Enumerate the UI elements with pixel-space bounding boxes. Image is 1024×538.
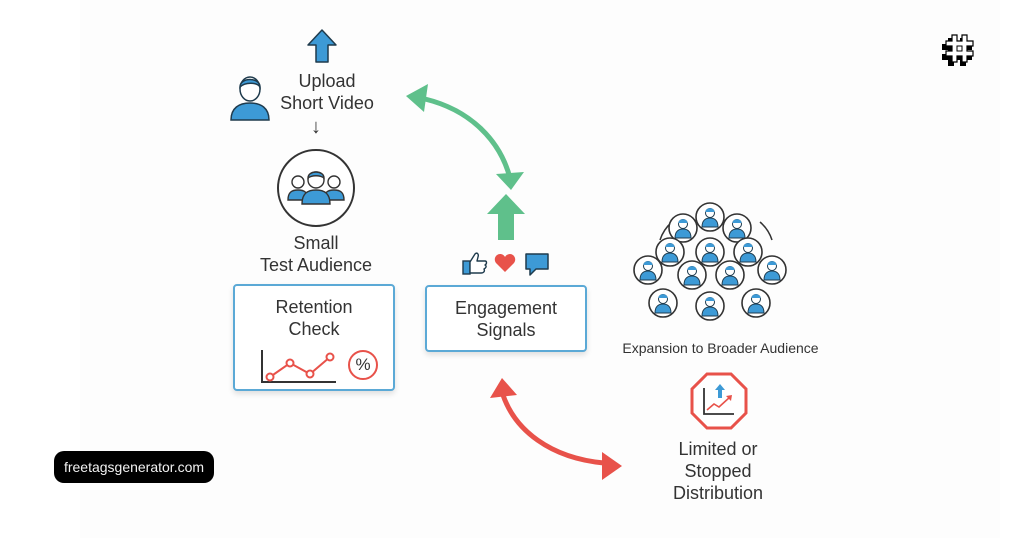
limited-line1: Limited or (678, 439, 758, 459)
crowd-person-icon (695, 291, 725, 321)
site-watermark-link[interactable]: freetagsgenerator.com (54, 451, 214, 483)
limited-line2: Stopped (684, 461, 752, 481)
crowd-arc (759, 221, 773, 241)
engagement-title-line1: Engagement (454, 298, 558, 318)
crowd-person-icon (695, 237, 725, 267)
engagement-title: Engagement Signals (427, 297, 585, 341)
line-chart-icon (261, 350, 336, 383)
retention-title-line1: Retention (275, 297, 353, 317)
upload-label-line2: Short Video (280, 93, 374, 113)
engagement-title-line2: Signals (476, 320, 536, 340)
down-arrow: ↓ (311, 116, 321, 138)
upload-label-line1: Upload (298, 71, 356, 91)
crowd-person-icon (695, 202, 725, 232)
crowd-person-icon (655, 237, 685, 267)
small-audience-line2: Test Audience (259, 255, 373, 275)
percent-icon: % (348, 350, 378, 380)
crowd-person-icon (668, 213, 698, 243)
expansion-label: Expansion to Broader Audience (622, 340, 819, 356)
hashtag-logo-icon (942, 34, 974, 66)
small-audience-line1: Small (293, 233, 339, 253)
crowd-person-icon (715, 260, 745, 290)
crowd-person-icon (733, 237, 763, 267)
engagement-signals-box: Engagement Signals (425, 285, 587, 352)
engagement-up-arrow-icon (487, 194, 525, 240)
heart-icon (494, 254, 516, 272)
crowd-person-icon (633, 255, 663, 285)
limited-label: Limited or Stopped Distribution (648, 438, 788, 504)
group-icon (277, 149, 355, 227)
crowd-person-icon (757, 255, 787, 285)
comment-icon (525, 253, 549, 276)
thumbs-up-icon (462, 252, 488, 275)
retention-title: Retention Check (235, 296, 393, 340)
upload-label: Upload Short Video (272, 70, 382, 114)
crowd-icon (633, 202, 787, 321)
crowd-person-icon (741, 288, 771, 318)
crowd-person-icon (648, 288, 678, 318)
small-audience-label: Small Test Audience (236, 232, 396, 276)
stop-sign-icon (690, 372, 748, 430)
upload-arrow-icon (307, 29, 337, 63)
retention-check-box: Retention Check % (233, 284, 395, 391)
retention-title-line2: Check (288, 319, 340, 339)
limited-line3: Distribution (672, 483, 764, 503)
crowd-person-icon (677, 260, 707, 290)
user-icon (230, 76, 270, 121)
crowd-person-icon (722, 213, 752, 243)
